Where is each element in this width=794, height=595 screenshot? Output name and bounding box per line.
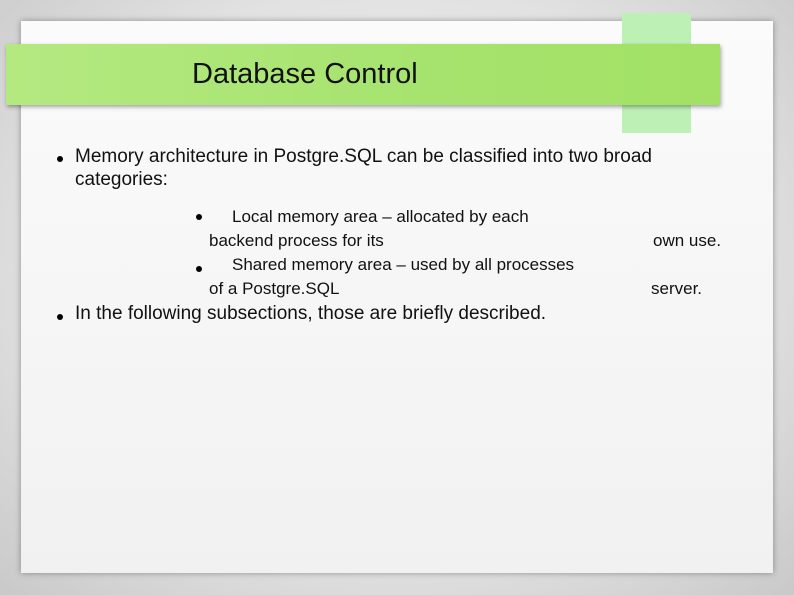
title-bar: Database Control [6,44,720,105]
sub-bullet-marker [196,266,202,272]
slide-title: Database Control [192,58,418,90]
sub-bullet-1-line-1: Local memory area – allocated by each [232,207,529,226]
sub-bullet-2-line-2-right: server. [651,279,703,298]
sub-bullet-1-line-2-left: backend process for its [209,231,384,250]
bullet-marker [57,314,63,320]
sub-bullet-1-line-2-right: own use. [653,231,722,250]
bullet-2-line-1: In the following subsections, those are … [75,303,547,324]
bullet-1-line-1: Memory architecture in Postgre.SQL can b… [75,146,652,167]
sub-bullet-2-line-2-left: of a Postgre.SQL [209,279,340,298]
sub-bullet-marker [196,214,202,220]
bullet-1-line-2: categories: [75,169,168,190]
bullet-marker [57,156,63,162]
sub-bullet-2-line-1: Shared memory area – used by all process… [232,255,575,274]
